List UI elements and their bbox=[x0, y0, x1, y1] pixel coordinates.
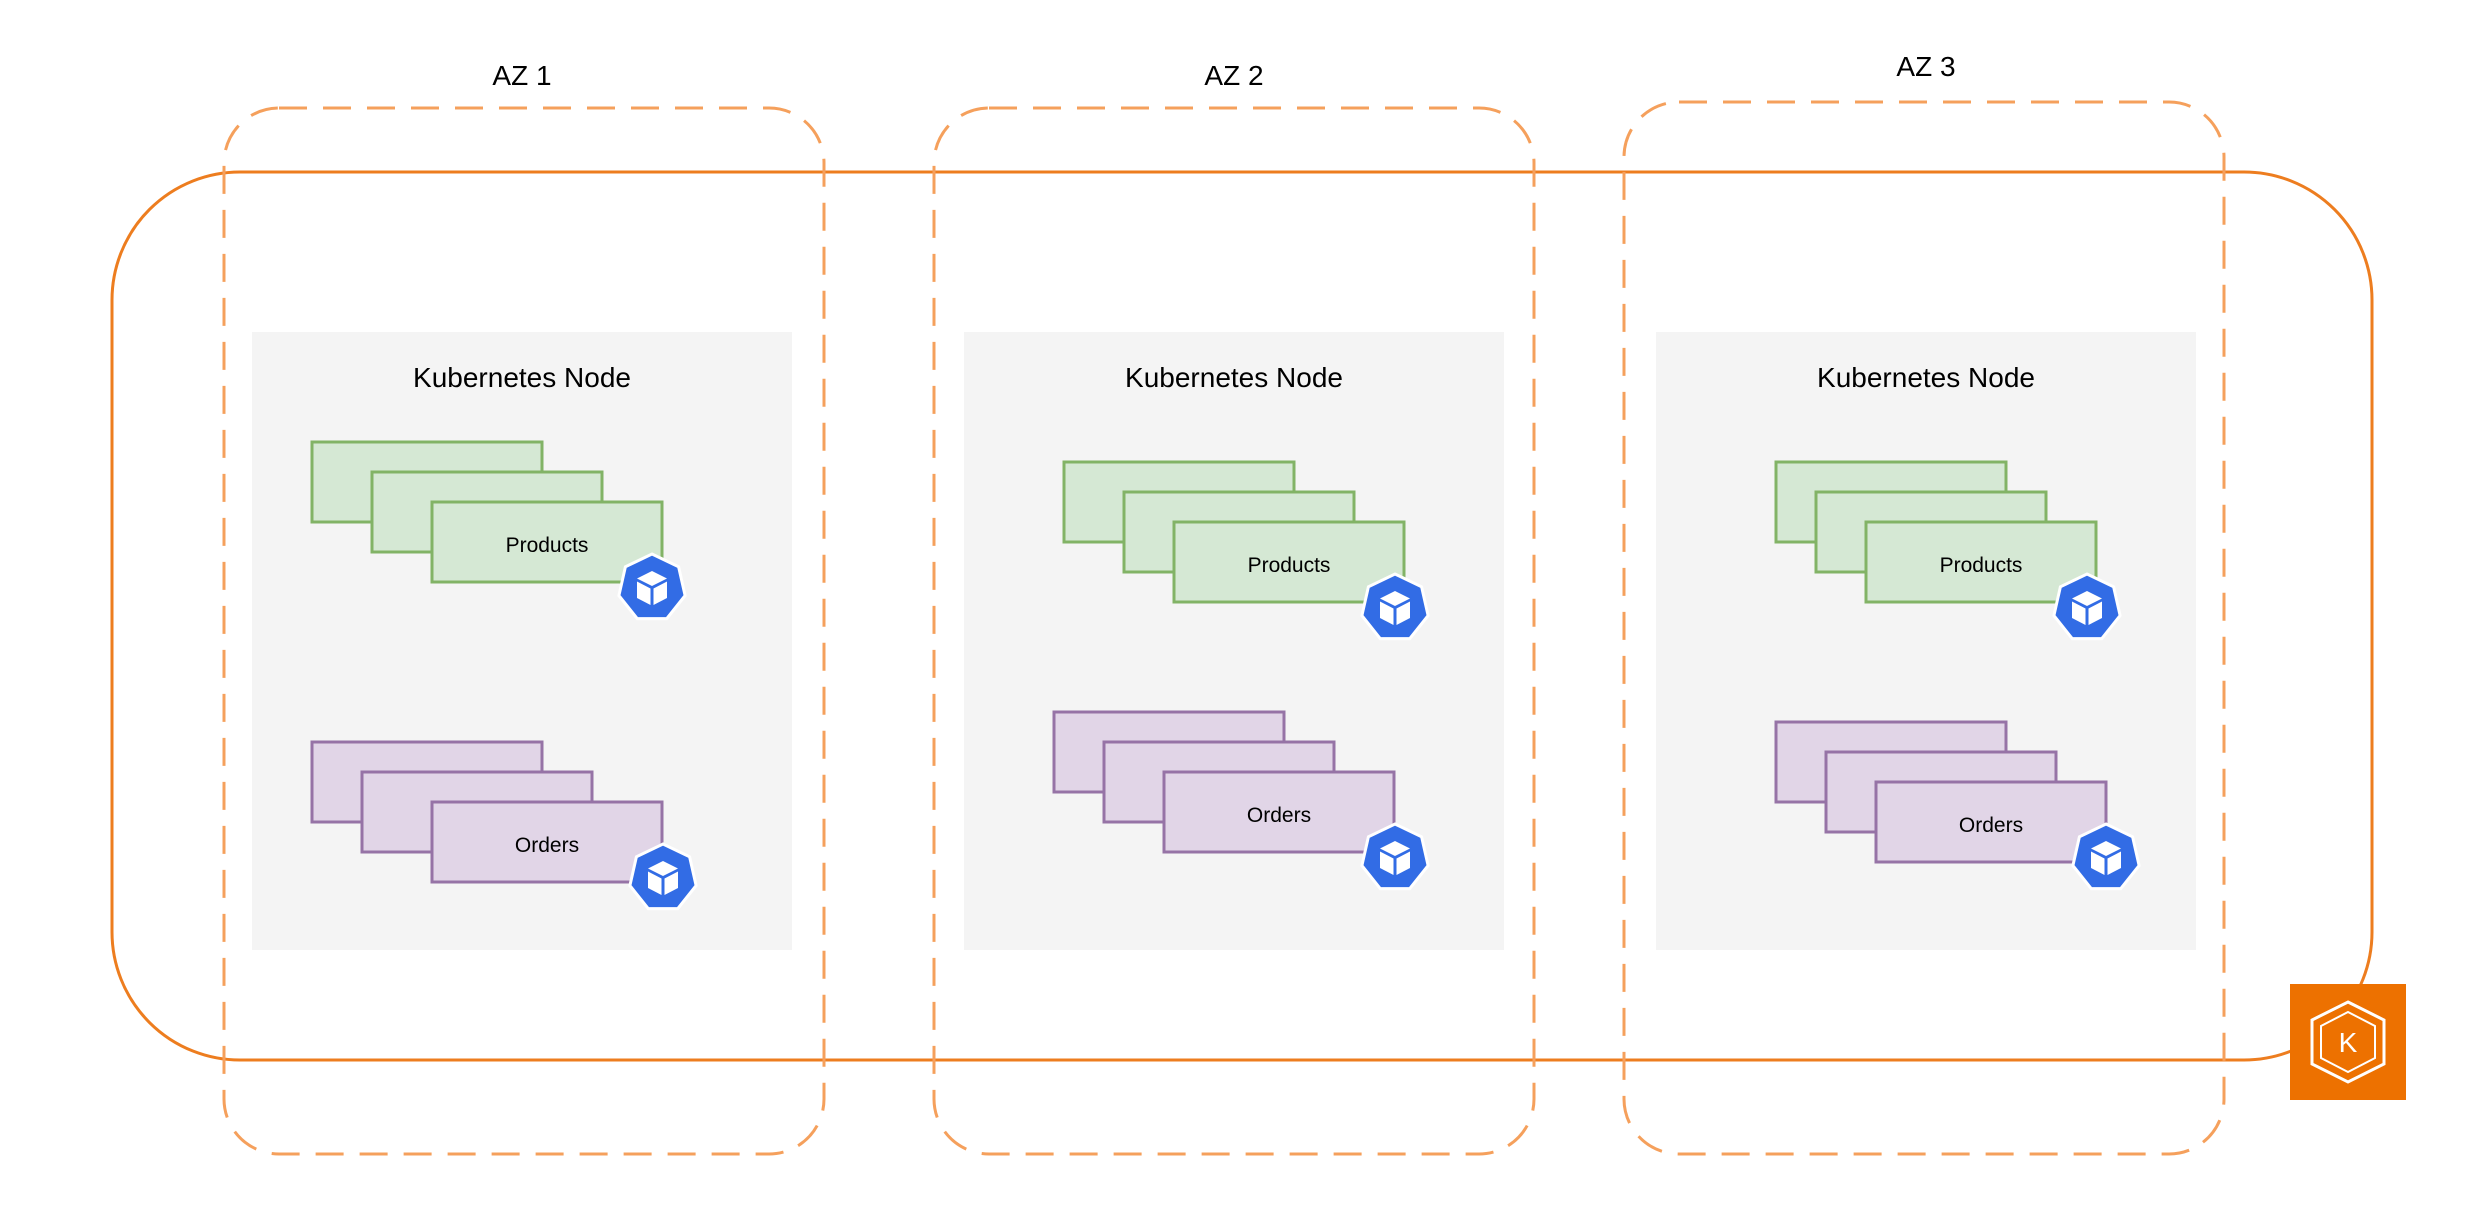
availability-zone-3: AZ 3 Kubernetes Node Products Orders bbox=[1622, 51, 2226, 1156]
kubernetes-node: Kubernetes Node Products Orders bbox=[964, 332, 1504, 950]
deployment-label: Products bbox=[1248, 554, 1331, 577]
kubernetes-pod-icon bbox=[628, 842, 698, 911]
kubernetes-pod-icon bbox=[2052, 572, 2122, 641]
availability-zone-1: AZ 1 Kubernetes Node Products Orders bbox=[222, 60, 826, 1156]
node-title: Kubernetes Node bbox=[413, 362, 631, 393]
kubernetes-node: Kubernetes Node Products Orders bbox=[252, 332, 792, 950]
az-label: AZ 1 bbox=[492, 60, 551, 91]
products-deployment: Products bbox=[310, 440, 687, 621]
az-label: AZ 2 bbox=[1204, 60, 1263, 91]
replica-card-front bbox=[1162, 770, 1396, 854]
orders-deployment: Orders bbox=[1052, 710, 1430, 891]
kubernetes-pod-icon bbox=[1360, 822, 1430, 891]
replica-card-front bbox=[1874, 780, 2108, 864]
replica-card-front bbox=[1864, 520, 2098, 604]
az-boundary bbox=[222, 106, 826, 1156]
orders-deployment: Orders bbox=[1774, 720, 2141, 891]
az-boundary bbox=[1622, 100, 2226, 1156]
orders-deployment: Orders bbox=[310, 740, 698, 911]
deployment-label: Orders bbox=[515, 834, 579, 857]
node-title: Kubernetes Node bbox=[1817, 362, 2035, 393]
az-boundary bbox=[932, 106, 1536, 1156]
deployment-label: Products bbox=[506, 534, 589, 557]
availability-zone-2: AZ 2 Kubernetes Node Products Orders bbox=[932, 60, 1536, 1156]
products-deployment: Products bbox=[1062, 460, 1430, 641]
deployment-label: Orders bbox=[1959, 814, 2023, 837]
replica-card-front bbox=[1172, 520, 1406, 604]
az-label: AZ 3 bbox=[1896, 51, 1955, 82]
node-title: Kubernetes Node bbox=[1125, 362, 1343, 393]
eks-icon: K bbox=[2290, 984, 2406, 1100]
kubernetes-pod-icon bbox=[1360, 572, 1430, 641]
replica-card-front bbox=[430, 800, 664, 884]
kubernetes-pod-icon bbox=[2071, 822, 2141, 891]
eks-cluster-boundary bbox=[110, 170, 2374, 1062]
kubernetes-node: Kubernetes Node Products Orders bbox=[1656, 332, 2196, 950]
eks-icon-letter: K bbox=[2339, 1027, 2358, 1058]
kubernetes-pod-icon bbox=[617, 552, 687, 621]
products-deployment: Products bbox=[1774, 460, 2122, 641]
deployment-label: Orders bbox=[1247, 804, 1311, 827]
deployment-label: Products bbox=[1940, 554, 2023, 577]
